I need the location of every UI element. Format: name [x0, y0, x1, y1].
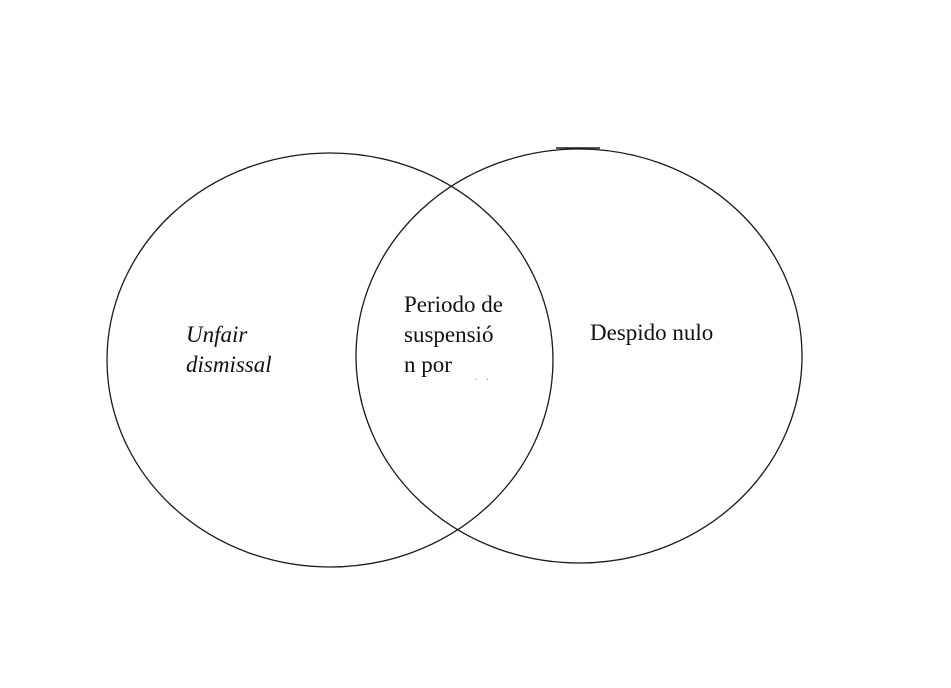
intersection-label: Periodo de suspensió n por	[404, 290, 503, 380]
left-set-circle	[106, 152, 554, 568]
intersection-label-line-2: suspensió	[404, 322, 494, 347]
intersection-label-line-3: n por	[404, 352, 452, 377]
clipped-text-fragment: · ·	[474, 375, 493, 386]
left-set-label-line-2: dismissal	[186, 352, 272, 377]
right-set-circle	[355, 148, 803, 564]
left-set-label: Unfair dismissal	[186, 320, 272, 380]
intersection-label-line-1: Periodo de	[404, 292, 504, 317]
right-set-label: Despido nulo	[590, 320, 714, 345]
left-set-label-line-1: Unfair	[186, 322, 248, 347]
